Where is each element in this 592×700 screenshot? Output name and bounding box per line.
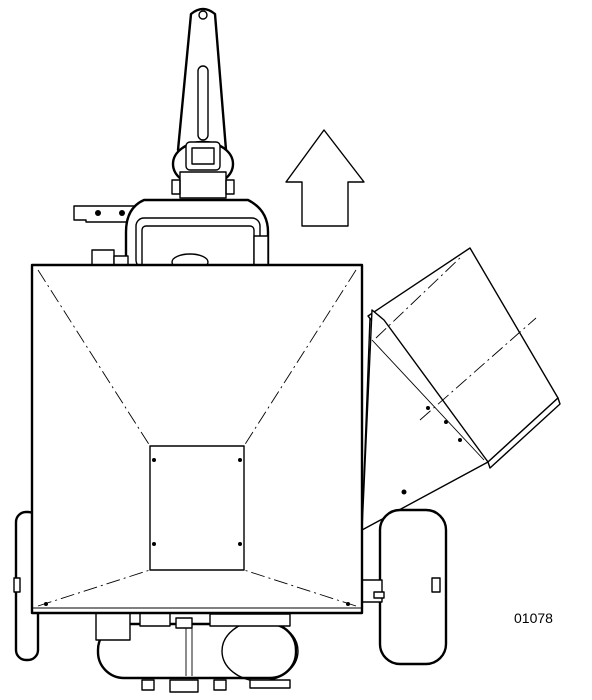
travel-direction-arrow: [285, 129, 365, 227]
engine: [91, 198, 270, 271]
drum-motor: [95, 611, 299, 693]
tow-bar: [171, 7, 235, 199]
figure-id-label: 01078: [514, 610, 553, 626]
right-wheel: [361, 508, 448, 666]
discharge-chute: [361, 247, 561, 531]
hopper-body: [30, 263, 364, 615]
